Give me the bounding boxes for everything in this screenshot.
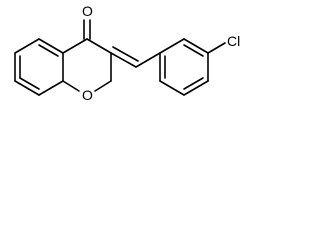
pyranone-ring <box>62 19 112 92</box>
chlorine-label: Cl <box>227 33 240 49</box>
benzylidene-linker <box>110 46 161 68</box>
bond <box>38 80 64 96</box>
carbon-chlorine-bond <box>207 42 226 54</box>
bond <box>62 80 80 92</box>
bond <box>183 80 209 96</box>
bond <box>14 80 40 96</box>
bond <box>159 80 185 96</box>
ring-oxygen-label: O <box>82 87 93 103</box>
bond <box>159 38 185 54</box>
bond <box>135 52 161 68</box>
benzo-ring <box>14 38 64 96</box>
bond <box>62 38 88 54</box>
chlorophenyl-ring <box>159 38 226 96</box>
exocyclic-double-bond <box>112 46 139 62</box>
chemical-structure-diagram: O O Cl <box>14 3 240 103</box>
double-bond-inner <box>183 44 204 57</box>
carbonyl-oxygen-label: O <box>82 3 93 19</box>
double-bond-inner <box>19 77 40 90</box>
bond <box>94 80 112 92</box>
bond <box>14 38 40 54</box>
molecule-drawing: O O Cl <box>14 3 240 103</box>
bond <box>183 38 209 54</box>
bond <box>86 38 112 54</box>
double-bond-inner <box>183 77 204 90</box>
double-bond-inner <box>38 44 59 57</box>
exocyclic-double-bond <box>110 52 137 68</box>
bond <box>38 38 64 54</box>
